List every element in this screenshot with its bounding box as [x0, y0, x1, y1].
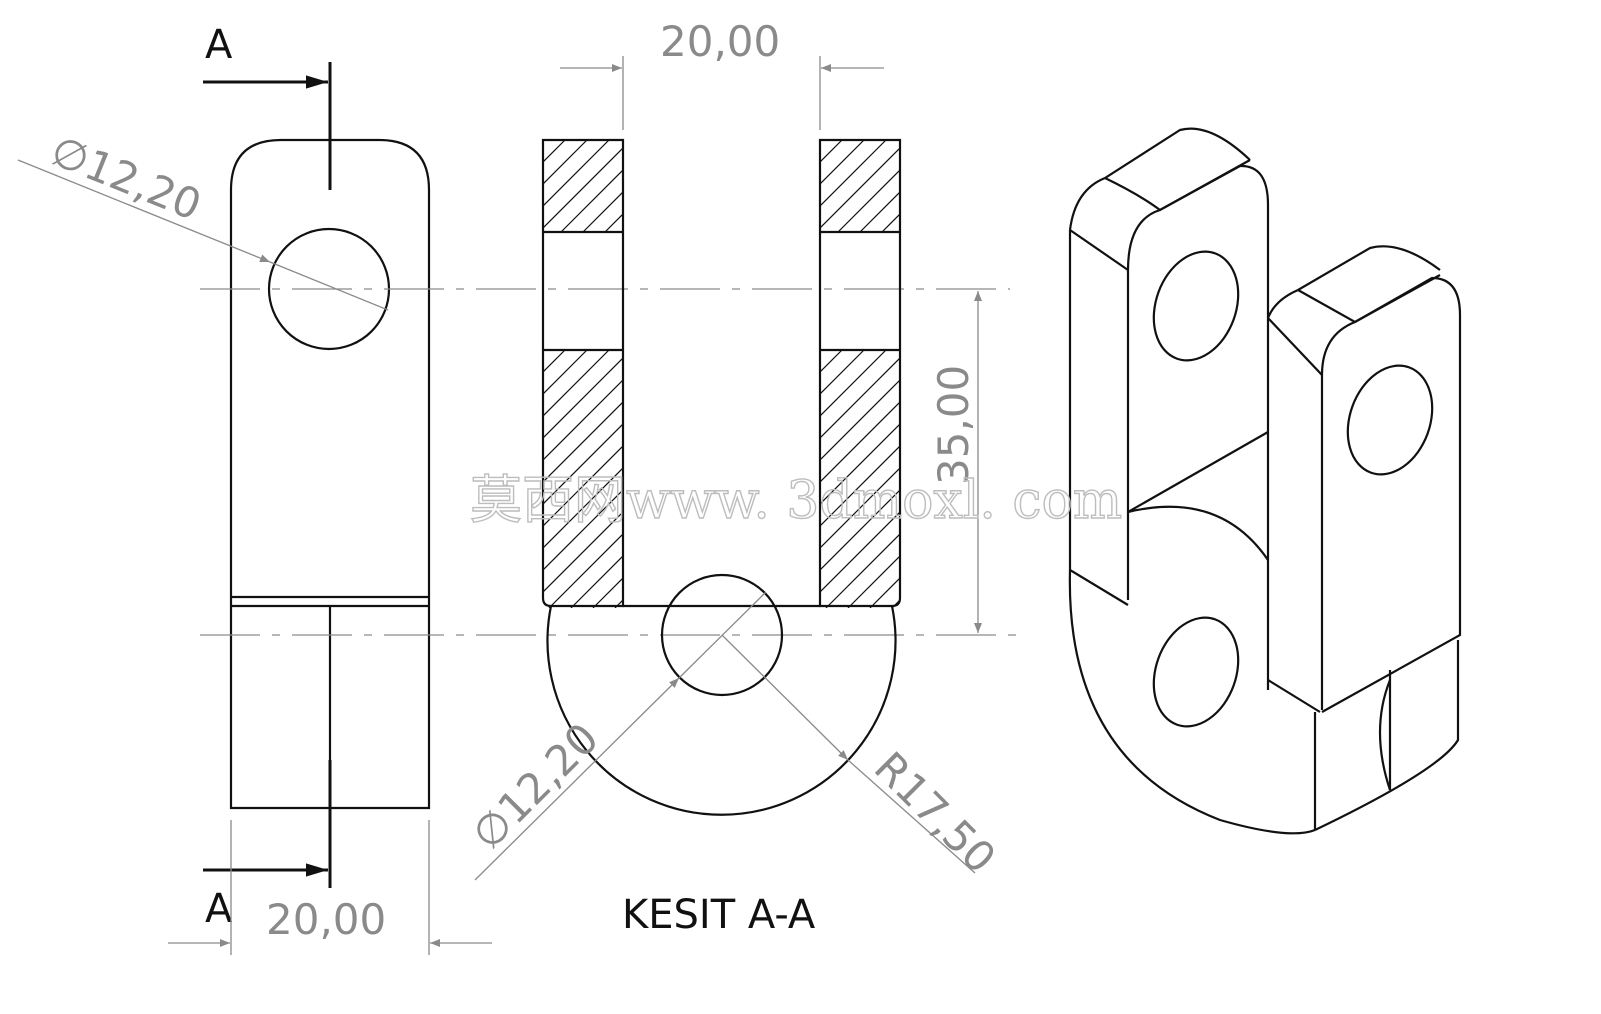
hatch-line	[820, 140, 843, 163]
iso-slot-bottom	[1127, 431, 1269, 561]
hatch-line	[543, 379, 623, 461]
iso-back-prong-front	[1126, 164, 1270, 690]
hatch-line	[543, 350, 610, 417]
section-title: KESIT A-A	[622, 892, 816, 938]
front-hole-dia-leader-2	[269, 261, 389, 311]
section-mark-top: A	[205, 22, 233, 68]
hatch-line	[543, 445, 623, 527]
hatch-line	[820, 350, 887, 417]
hatch-line	[543, 140, 544, 141]
isometric-view	[1068, 127, 1462, 835]
hatch-line	[820, 140, 887, 207]
iso-base-right	[1313, 640, 1460, 831]
section-radius-leader-2	[847, 759, 976, 874]
hatch-line	[671, 140, 763, 232]
hatch-line	[582, 191, 623, 232]
hatch-line	[820, 445, 900, 527]
hatch-line	[837, 169, 900, 232]
iso-front-prong-left	[1267, 317, 1323, 713]
iso-back-prong-face	[1104, 159, 1251, 212]
hatch-line	[820, 140, 865, 185]
hatch-line	[881, 213, 900, 232]
section-width-label: 20,00	[660, 17, 780, 66]
iso-base-curve	[1378, 679, 1392, 791]
hatch-line	[543, 401, 623, 483]
iso-base-hole	[1152, 616, 1240, 728]
section-round-base	[546, 605, 897, 816]
hatch-line	[859, 191, 900, 232]
hatch-line	[820, 467, 900, 549]
section-radius-leader	[721, 634, 849, 761]
hatch-line	[604, 213, 623, 232]
hatch-line	[543, 147, 623, 229]
hatch-line	[820, 423, 900, 505]
section-hole-dia-leader	[474, 677, 680, 881]
hatch-line	[1112, 350, 1370, 608]
section-hatching	[543, 140, 1414, 608]
hatch-line	[820, 357, 900, 439]
iso-front-prong-front	[1320, 276, 1462, 713]
hatch-line	[820, 350, 865, 395]
hatch-line	[543, 357, 623, 439]
hatch-line	[543, 489, 623, 571]
hatch-line	[543, 350, 588, 395]
iso-front-hole	[1346, 364, 1434, 476]
hatch-line	[820, 511, 900, 593]
hatch-line	[627, 140, 719, 232]
section-radius-label: R17,50	[865, 742, 1005, 882]
section-mark-bottom: A	[205, 886, 233, 932]
hatch-line	[820, 489, 900, 571]
hatch-line	[820, 379, 900, 461]
hatch-line	[543, 467, 623, 549]
hatch-line	[820, 140, 821, 141]
section-height-label: 35,00	[929, 365, 978, 485]
front-hole-dia-leader	[17, 159, 271, 263]
watermark: 莫西网www. 3dmoxl. com	[470, 471, 1122, 531]
hatch-line	[926, 140, 1018, 232]
section-hole	[660, 573, 784, 697]
section-left-prong	[541, 138, 625, 608]
iso-base-arc	[1068, 569, 1316, 835]
hatch-line	[820, 147, 900, 229]
hatch-line	[693, 140, 785, 232]
front-outline	[229, 138, 431, 810]
hatch-line	[948, 140, 1040, 232]
hatch-line	[904, 140, 996, 232]
hatch-line	[649, 140, 741, 232]
hatch-line	[847, 555, 900, 608]
hatch-line	[820, 401, 900, 483]
hatch-line	[543, 511, 623, 593]
hatch-line	[548, 533, 623, 608]
hatch-line	[560, 169, 623, 232]
hatch-line	[570, 555, 623, 608]
iso-back-prong-left	[1068, 229, 1129, 606]
front-width-label: 20,00	[266, 895, 386, 944]
hatch-line	[543, 140, 566, 163]
iso-front-prong-top	[1266, 245, 1441, 319]
hatch-line	[543, 140, 588, 185]
iso-back-prong-top	[1068, 127, 1251, 231]
hatch-line	[543, 140, 610, 207]
hatch-line	[543, 423, 623, 505]
front-hole-dia-label: ∅12,20	[44, 126, 208, 230]
hatch-line	[970, 140, 1062, 232]
iso-back-hole	[1152, 250, 1240, 362]
section-hole-dia-label: ∅12,20	[462, 714, 608, 860]
hatch-line	[825, 533, 900, 608]
hatch-line	[1134, 350, 1392, 608]
hatch-line	[1156, 350, 1414, 608]
